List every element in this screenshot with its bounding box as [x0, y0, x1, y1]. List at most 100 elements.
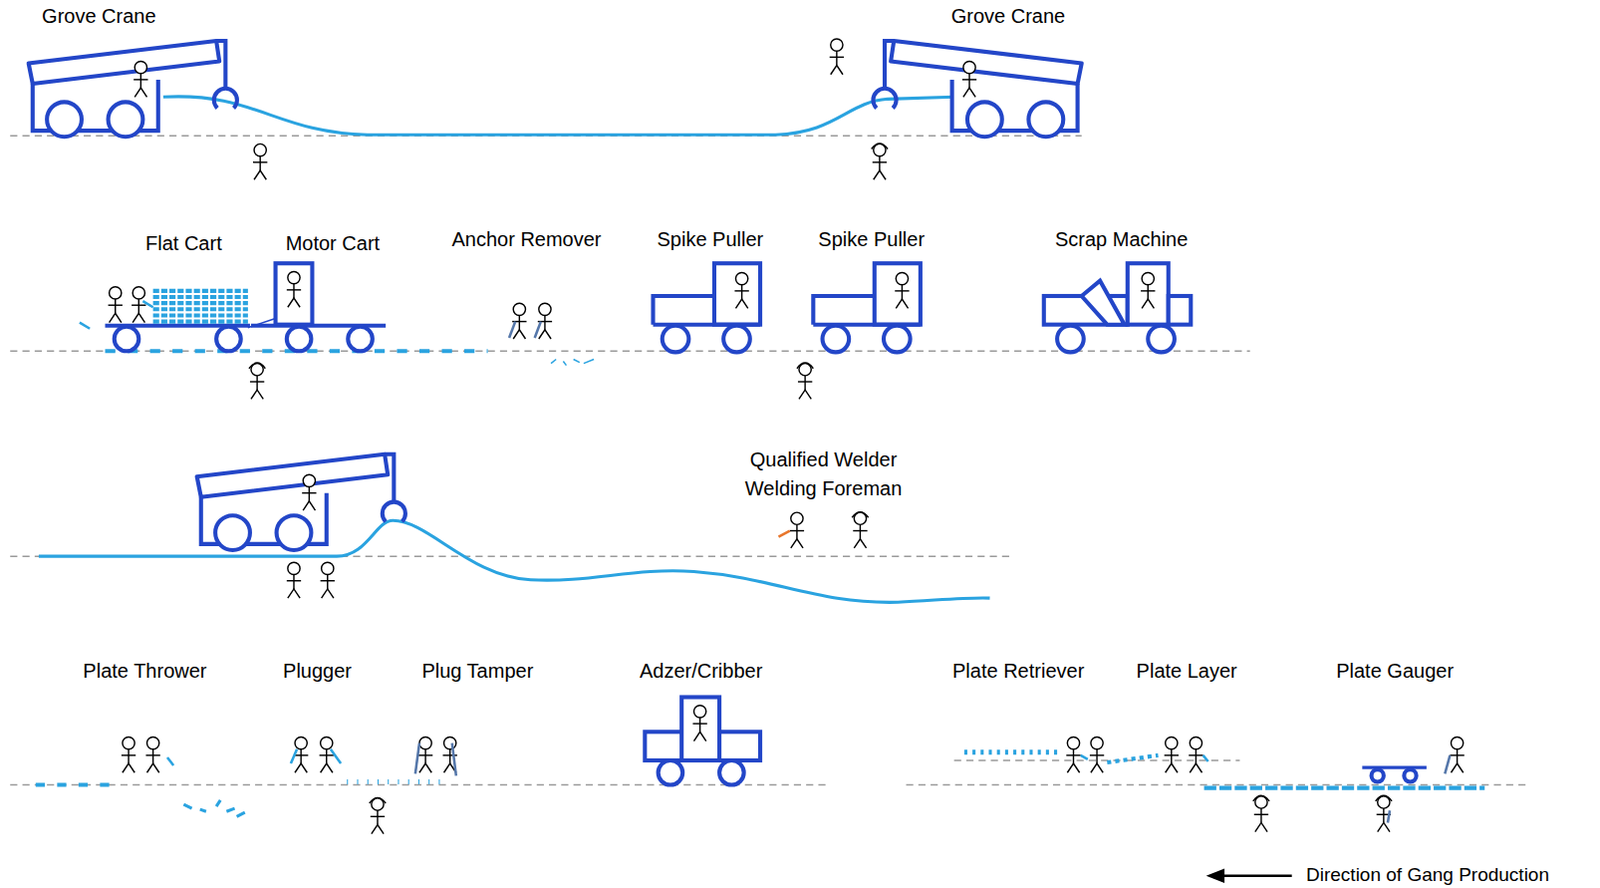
worker-figure	[121, 736, 136, 773]
wheel	[215, 515, 251, 550]
worker-arms	[1140, 289, 1155, 291]
worker-arms	[370, 815, 385, 817]
worker-body	[859, 524, 861, 538]
scrap-machine	[1044, 263, 1191, 352]
worker-body	[835, 50, 837, 65]
machine-rear	[1168, 295, 1192, 325]
worker-arms	[852, 530, 867, 532]
worker-figure	[369, 797, 386, 833]
worker-arms	[692, 722, 707, 724]
worker-head	[538, 302, 551, 315]
rail	[163, 96, 955, 135]
worker-figure	[286, 270, 301, 307]
hand-tool	[1444, 755, 1450, 774]
machine-front	[653, 295, 715, 325]
worker-legs	[1090, 763, 1103, 773]
hand-tool	[167, 757, 174, 766]
worker-legs	[287, 588, 300, 598]
worker-arms	[734, 289, 749, 291]
worker-figure	[290, 736, 308, 773]
worker-head	[1141, 271, 1154, 284]
worker-head	[1165, 736, 1178, 749]
worker-legs	[1189, 763, 1202, 773]
machine-cab	[681, 696, 720, 760]
worker-figure	[415, 736, 433, 774]
worker-arms	[1066, 754, 1080, 756]
worker-body	[299, 749, 301, 764]
worker-legs	[873, 170, 886, 180]
worker-legs	[791, 538, 803, 548]
worker-body	[543, 314, 545, 329]
worker-head	[122, 736, 135, 749]
machine-label: Scrap Machine	[1055, 228, 1188, 251]
crane-tip	[216, 40, 226, 88]
worker-body	[803, 375, 805, 390]
worker-legs	[1141, 298, 1154, 308]
hard-hat	[1253, 795, 1270, 801]
worker-head	[287, 270, 300, 283]
worker-figure	[1089, 736, 1104, 773]
crew-label: Plate Retriever	[952, 659, 1084, 682]
worker-body	[127, 749, 129, 764]
hand-tool	[509, 321, 516, 338]
worker-body	[699, 717, 701, 732]
worker-legs	[853, 538, 866, 548]
hand-tool	[290, 749, 297, 764]
worker-body	[519, 314, 521, 329]
worker-head	[302, 474, 315, 487]
worker-arms	[293, 754, 308, 756]
worker-head	[287, 561, 300, 574]
plate-stack	[153, 294, 249, 299]
worker-head	[963, 60, 976, 73]
wheel	[1028, 101, 1064, 137]
hand-tool	[330, 749, 341, 764]
crane-hook	[382, 502, 406, 523]
crane-boom	[197, 454, 389, 498]
direction-arrowhead	[1206, 868, 1225, 883]
worker-legs	[963, 87, 976, 97]
machine-label: Motor Cart	[285, 232, 380, 255]
worker-figure	[734, 271, 749, 308]
worker-arms	[790, 530, 804, 532]
worker-figure	[1066, 736, 1088, 773]
worker-body	[325, 749, 327, 764]
hand-tool	[534, 321, 541, 338]
worker-arms	[1254, 813, 1269, 815]
worker-body	[138, 298, 140, 313]
worker-body	[1456, 749, 1458, 764]
worker-legs	[132, 312, 145, 322]
worker-arms	[418, 754, 433, 756]
ground-line	[906, 784, 1529, 787]
wheel	[108, 101, 144, 137]
worker-legs	[830, 65, 843, 75]
worker-legs	[122, 763, 135, 773]
wheel	[883, 325, 911, 353]
crew-label: Anchor Remover	[451, 228, 601, 251]
worker-head	[1066, 736, 1079, 749]
worker-arms	[962, 78, 977, 80]
worker-legs	[109, 312, 122, 322]
worker-body	[878, 156, 880, 171]
hand-tool	[452, 743, 457, 777]
worker-figure	[145, 736, 174, 773]
worker-head	[134, 60, 147, 73]
machine-label: Flat Cart	[145, 232, 223, 255]
worker-body	[1170, 749, 1172, 764]
worker-head	[513, 302, 526, 315]
grove-crane	[197, 454, 406, 550]
hand-tool	[142, 300, 153, 307]
worker-head	[791, 512, 803, 525]
crew-label: Qualified Welder	[750, 448, 897, 471]
worker-figure	[534, 302, 552, 339]
crew-label: Plug Tamper	[421, 659, 534, 682]
worker-body	[308, 487, 310, 502]
worker-figure	[851, 512, 868, 548]
scrap-conveyor	[1081, 280, 1125, 325]
crane-tip	[884, 40, 894, 88]
worker-body	[256, 375, 258, 390]
worker-arms	[131, 304, 146, 306]
worker-figure	[1444, 736, 1464, 774]
worker-legs	[320, 763, 333, 773]
worker-arms	[121, 754, 136, 756]
